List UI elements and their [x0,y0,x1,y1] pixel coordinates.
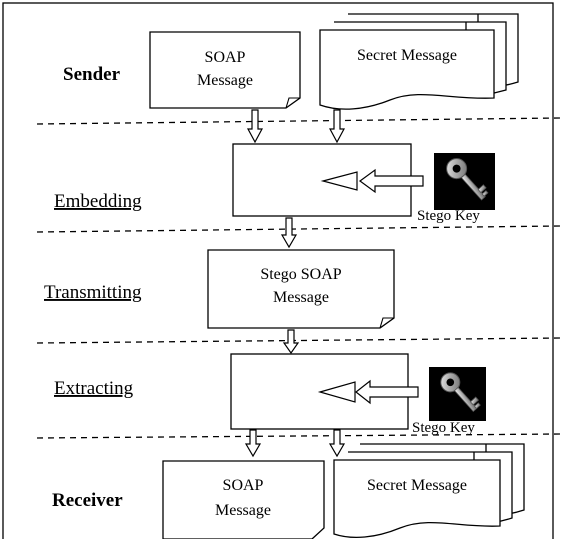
separator-2 [36,225,561,233]
sender-secret-multidocument [319,13,519,110]
stage-label-transmitting: Transmitting [44,282,142,303]
key-icon [429,367,486,421]
separator-3 [36,337,561,344]
arrow-secret-to-embed [328,109,346,144]
arrow-key-to-embed [358,168,424,194]
arrow-extract-to-soap [244,429,262,458]
stego-key-embed-label: Stego Key [417,208,480,224]
receiver-secret-multidocument [333,443,525,538]
separator-1 [36,117,561,125]
outer-frame [2,2,554,539]
stage-label-extracting: Extracting [54,378,134,399]
sender-soap-document [149,31,301,109]
receiver-soap-line1: SOAP [223,477,264,494]
stego-key-extract-label: Stego Key [412,420,475,436]
key-icon [434,153,495,210]
stego-soap-line2: Message [273,289,329,306]
stage-label-embedding: Embedding [54,191,142,212]
sender-secret-label: Secret Message [357,47,457,64]
stage-label-sender: Sender [63,64,121,85]
stego-soap-document [207,249,395,329]
receiver-soap-line2: Message [215,502,271,519]
arrow-key-to-extract [355,379,419,405]
arrow-soap-to-embed [246,109,264,144]
receiver-soap-document [162,460,325,539]
stego-soap-line1: Stego SOAP [260,266,341,283]
arrow-extract-to-secret [328,429,346,458]
sender-soap-fold [285,97,300,109]
separator-4 [36,433,561,439]
sender-soap-line1: SOAP [205,49,246,66]
extracting-triangle [317,381,356,403]
receiver-secret-label: Secret Message [367,477,467,494]
arrow-embed-to-transmit [280,217,298,249]
stego-soap-fold [379,317,394,329]
embedding-triangle [320,171,358,191]
arrow-transmit-to-extract [282,329,300,355]
sender-soap-line2: Message [197,72,253,89]
stage-label-receiver: Receiver [52,490,123,511]
